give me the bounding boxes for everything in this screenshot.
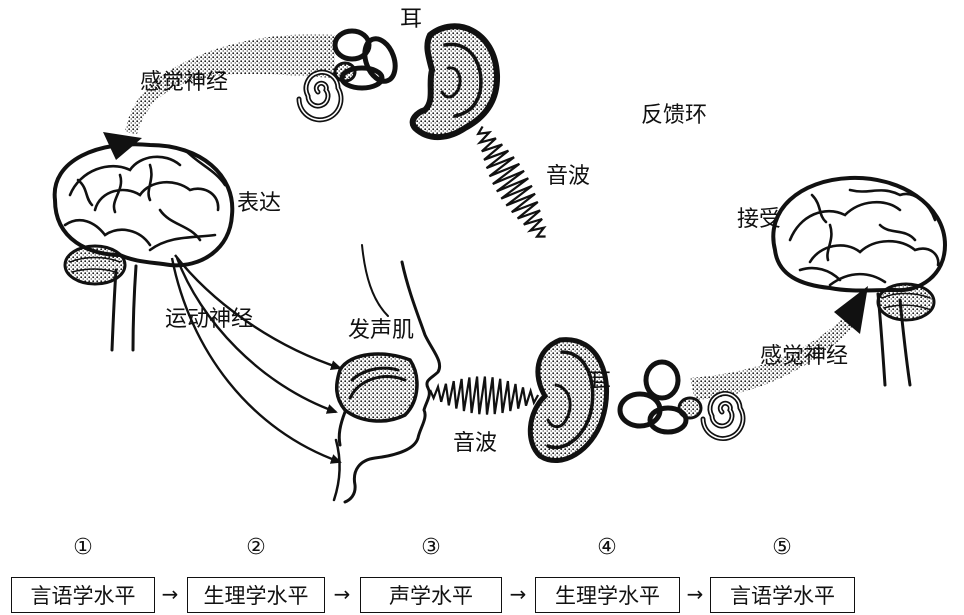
- flow-arrow-1: →: [157, 584, 183, 604]
- feedback-vestibule: [335, 63, 355, 81]
- label-ear-bottom: 耳: [589, 372, 611, 394]
- face-throat-line: [334, 440, 340, 500]
- flow-arrow-3: →: [505, 584, 531, 604]
- level-box-physiological-listener: 生理学水平: [535, 577, 680, 613]
- level-number-3: ③: [413, 537, 449, 559]
- level-box-linguistic-listener: 言语学水平: [710, 577, 855, 613]
- motor-nerve-paths: [172, 255, 340, 462]
- label-sensory-nerve-top: 感觉神经: [140, 72, 228, 94]
- label-reception: 接受: [737, 209, 781, 231]
- level-box-physiological-speaker: 生理学水平: [187, 577, 325, 613]
- label-feedback-loop: 反馈环: [641, 105, 707, 127]
- vocal-tract: [337, 354, 417, 421]
- level-number-2: ②: [238, 537, 274, 559]
- flow-arrow-4: →: [682, 584, 708, 604]
- label-sound-wave-bottom: 音波: [453, 433, 497, 455]
- speaker-brainstem: [112, 266, 136, 350]
- listener-outer-ear: [530, 340, 606, 461]
- feedback-sound-wave: [478, 127, 545, 237]
- level-number-4: ④: [589, 537, 625, 559]
- speech-sound-wave: [430, 377, 538, 415]
- label-expression: 表达: [237, 193, 281, 215]
- flow-arrow-2: →: [329, 584, 355, 604]
- level-number-1: ①: [65, 537, 101, 559]
- speaker-face: [334, 245, 440, 502]
- listener-cerebellum: [878, 284, 934, 320]
- vocal-larynx: [339, 412, 345, 445]
- level-box-acoustic: 声学水平: [360, 577, 502, 613]
- motor-nerve-2: [177, 258, 336, 412]
- label-vocal-muscles: 发声肌: [348, 320, 414, 342]
- listener-canal-upper: [646, 362, 678, 398]
- label-sound-wave-top: 音波: [546, 166, 590, 188]
- listener-vestibule: [679, 398, 701, 418]
- label-ear-top: 耳: [400, 9, 422, 31]
- face-forehead-line: [362, 245, 388, 316]
- label-motor-nerve: 运动神经: [165, 309, 253, 331]
- feedback-outer-ear: [413, 26, 497, 137]
- label-sensory-nerve-bottom: 感觉神经: [760, 346, 848, 368]
- level-number-5: ⑤: [764, 537, 800, 559]
- level-box-linguistic-speaker: 言语学水平: [11, 577, 155, 613]
- listener-inner-ear: [620, 362, 743, 439]
- motor-nerve-3: [172, 258, 340, 462]
